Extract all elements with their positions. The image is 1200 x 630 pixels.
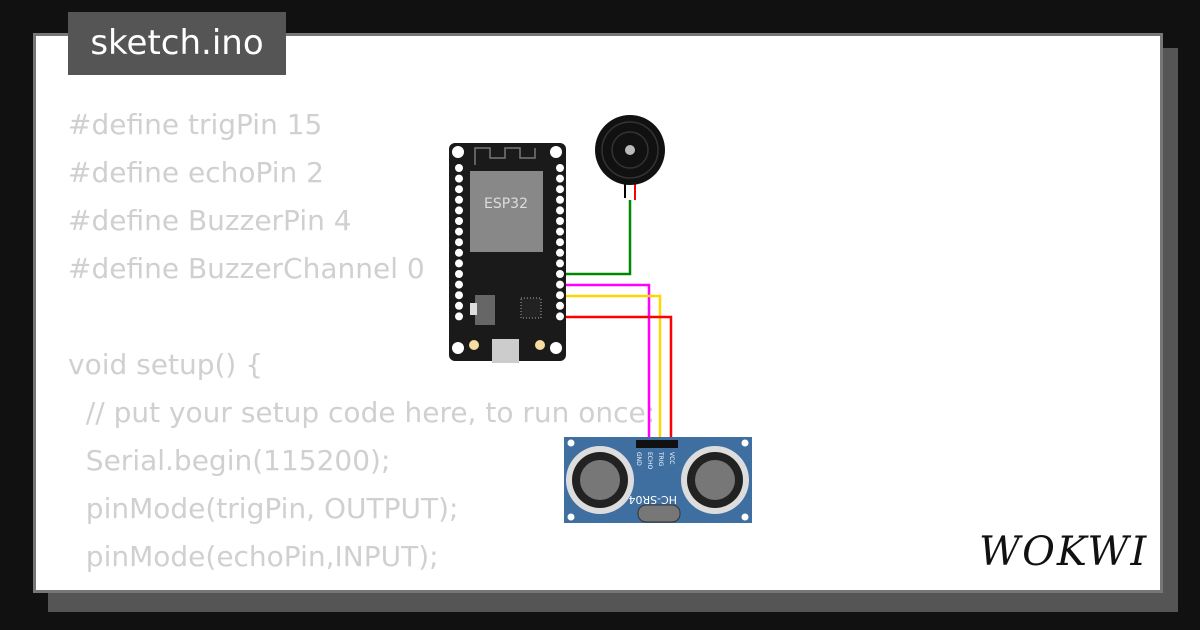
code-line: Serial.begin(115200); [68,444,391,477]
header-pin [556,280,564,289]
pin-trig: TRIG [657,451,664,467]
header-pin [455,291,463,300]
wire-vcc [560,315,673,440]
wires [560,200,673,440]
header-pin [556,164,564,172]
wire-trig [560,294,662,440]
wokwi-logo: WOKWI [979,529,1148,575]
wire-buzzer [560,200,632,276]
header-pin [556,227,564,236]
header-pin [556,238,564,247]
header-pin [455,206,463,215]
header-pin [556,270,564,278]
header-pin [455,248,463,257]
filename-tab: sketch.ino [68,12,286,75]
header-pin [556,259,564,268]
code-line: #define BuzzerChannel 0 [68,252,425,285]
header-pin [455,195,463,204]
header-pin [556,174,564,183]
esp32-chip-label: ESP32 [484,196,528,212]
header-pin [455,174,463,183]
header-pin [556,195,564,204]
header-pin [455,280,463,289]
code-line: // put your setup code here, to run once… [68,396,656,429]
header-pin [455,185,463,194]
header-pin [556,301,564,310]
pin-echo: ECHO [646,452,653,469]
header-pin [455,312,463,321]
wokwi-logo-text: WOKWI [979,529,1148,575]
esp32-board[interactable]: ESP32 [449,143,566,363]
code-line: void setup() { [68,348,264,381]
pin-vcc: VCC [668,452,675,464]
code-line: #define trigPin 15 [68,108,323,141]
wire-echo [560,283,651,440]
header-pin [556,248,564,257]
code-line: pinMode(trigPin, OUTPUT); [68,492,459,525]
code-preview: #define trigPin 15 #define echoPin 2 #defi… [68,101,655,581]
code-line: pinMode(echoPin,INPUT); [68,540,439,573]
hc-sr04-sensor[interactable]: GND ECHO TRIG VCC HC-SR04 [564,437,752,523]
header-pin [455,227,463,236]
header-pin [556,206,564,215]
header-pin [556,312,564,321]
header-pin [455,238,463,247]
code-line: #define echoPin 2 [68,156,324,189]
pin-gnd: GND [635,452,642,466]
header-pin [455,217,463,225]
header-pin [455,301,463,310]
header-pin [556,217,564,225]
header-pin [556,185,564,194]
header-pin [455,259,463,268]
buzzer[interactable] [595,115,665,200]
sensor-label: HC-SR04 [628,493,677,506]
code-line: #define BuzzerPin 4 [68,204,352,237]
header-pin [455,164,463,172]
header-pin [455,270,463,278]
header-pin [556,291,564,300]
